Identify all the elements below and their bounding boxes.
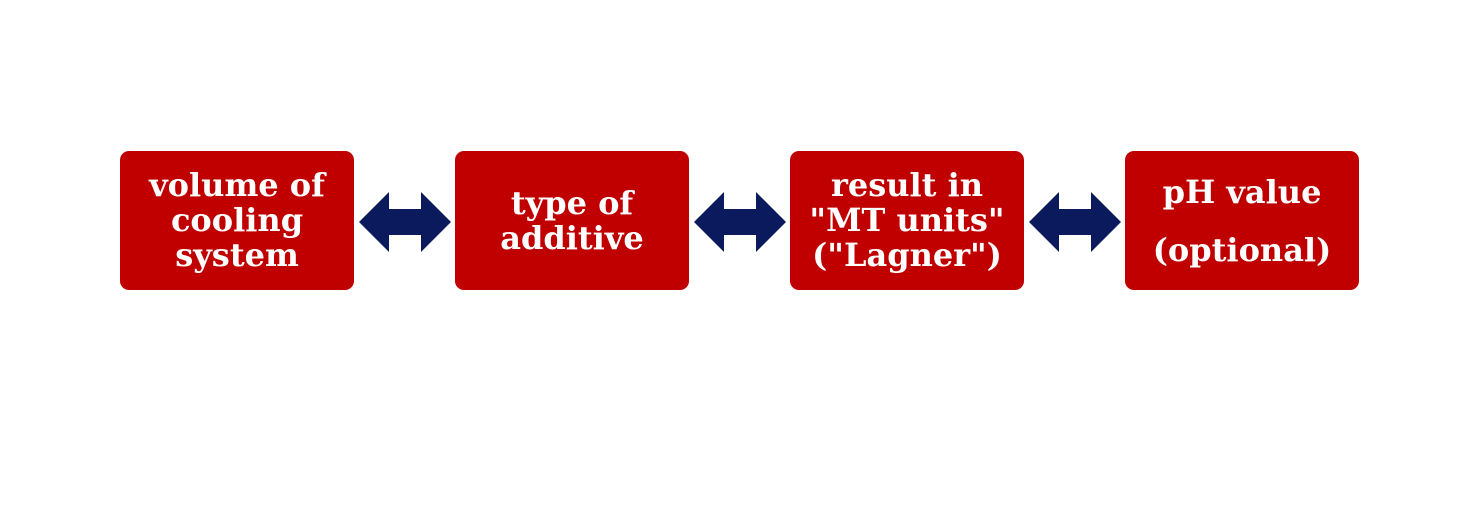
- box-label-line: ("Lagner"): [812, 236, 1002, 274]
- double-arrow-icon: [1029, 192, 1121, 252]
- double-arrow-icon: [694, 192, 786, 252]
- box-type-of-additive: type of additive: [455, 151, 689, 290]
- box-label-line: cooling: [170, 201, 304, 239]
- double-arrow-icon: [1029, 192, 1121, 252]
- double-arrow-icon: [359, 192, 451, 252]
- box-result-in-mt-units: result in "MT units" ("Lagner"): [790, 151, 1024, 290]
- double-arrow-icon: [694, 192, 786, 252]
- box-label-line: pH value: [1162, 172, 1322, 211]
- box-label-line: system: [175, 236, 299, 274]
- box-label-line: (optional): [1152, 230, 1332, 269]
- box-volume-of-cooling-system: volume of cooling system: [120, 151, 354, 290]
- double-arrow-icon: [359, 192, 451, 252]
- box-label-line: result in: [831, 166, 983, 204]
- box-label-line: type of: [510, 183, 634, 222]
- box-ph-value: pH value (optional): [1125, 151, 1359, 290]
- box-label-line: additive: [500, 218, 644, 257]
- box-label-line: "MT units": [809, 201, 1005, 239]
- box-label-line: volume of: [149, 166, 325, 204]
